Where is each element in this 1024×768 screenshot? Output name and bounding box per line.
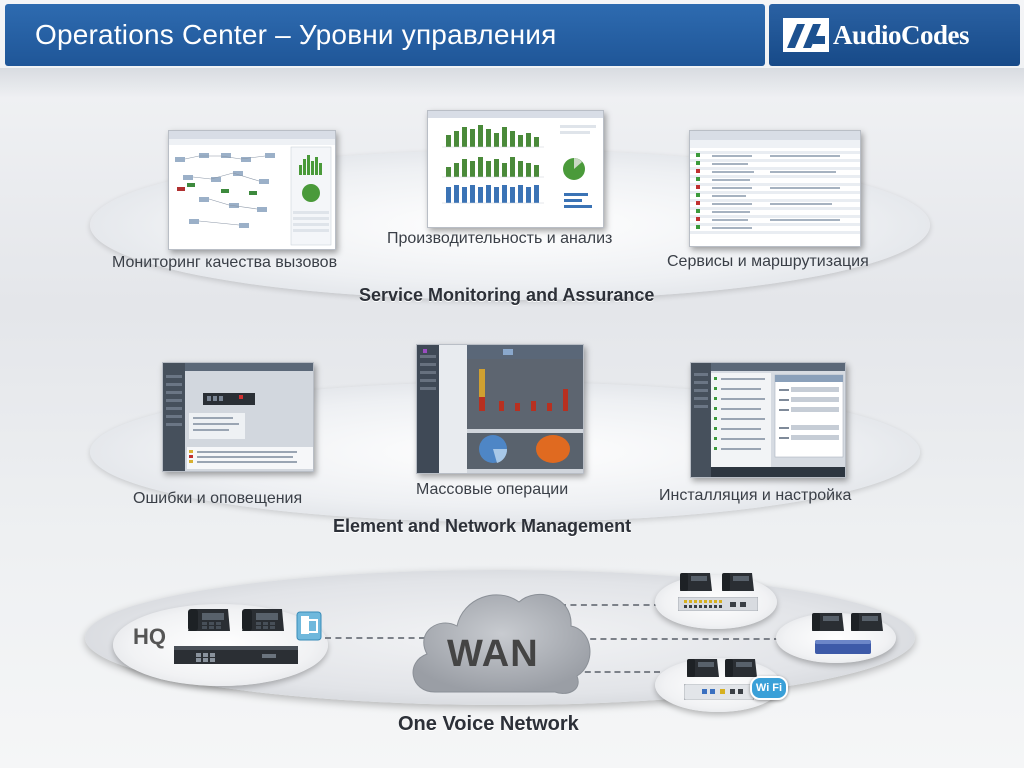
service-monitoring-title: Service Monitoring and Assurance: [359, 285, 655, 305]
faults-caption: Ошибки и оповещения: [133, 490, 303, 507]
wifi-label: Wi Fi: [755, 682, 783, 694]
element-management-title: Element and Network Management: [333, 516, 632, 536]
wan-branch2-link: [580, 638, 780, 640]
install-config-screenshot: [690, 362, 846, 478]
branch2-phone-2-icon: [851, 613, 883, 631]
services-routing-screenshot: [689, 130, 861, 247]
bulk-operations-caption: Массовые операции: [416, 481, 569, 498]
brand-logo: AudioCodes: [769, 4, 1020, 66]
hq-phone-2-icon: [242, 609, 284, 631]
bulk-operations-screenshot: [416, 344, 584, 474]
wan-branch1-link: [560, 604, 660, 606]
services-routing-caption: Сервисы и маршрутизация: [667, 253, 869, 270]
branch3-phone-2-icon: [725, 659, 757, 677]
wan-branch3-link: [565, 671, 660, 673]
branch1-phone-1-icon: [680, 573, 712, 591]
hq-gateway-icon: [174, 646, 298, 664]
call-quality-caption: Мониторинг качества вызовов: [112, 254, 338, 271]
branch3-phone-1-icon: [687, 659, 719, 677]
wan-cloud-icon: [412, 593, 591, 694]
faults-screenshot: [162, 362, 314, 472]
branch2-phone-1-icon: [812, 613, 844, 631]
branch2-gateway-icon: [815, 640, 871, 654]
lync-app-icon: [296, 611, 322, 641]
performance-screenshot: [427, 110, 604, 228]
branch3-router-icon: [684, 684, 754, 700]
hq-wan-link: [325, 637, 425, 639]
call-quality-screenshot: [168, 130, 336, 250]
branch1-switch-icon: [678, 597, 758, 611]
header-bar: Operations Center – Уровни управления: [5, 4, 765, 66]
wifi-badge-icon: Wi Fi: [750, 676, 788, 700]
logo-text: AudioCodes: [833, 20, 970, 50]
one-voice-network-title: One Voice Network: [398, 713, 579, 735]
header-shadow-band: [0, 68, 1024, 98]
install-config-caption: Инсталляция и настройка: [659, 487, 852, 504]
branch1-phone-2-icon: [722, 573, 754, 591]
performance-caption: Производительность и анализ: [387, 230, 613, 247]
page-title: Operations Center – Уровни управления: [35, 19, 557, 50]
hq-phone-1-icon: [188, 609, 230, 631]
audiocodes-logo-icon: [783, 18, 829, 52]
hq-label: HQ: [133, 624, 166, 649]
wan-label: WAN: [447, 633, 539, 675]
